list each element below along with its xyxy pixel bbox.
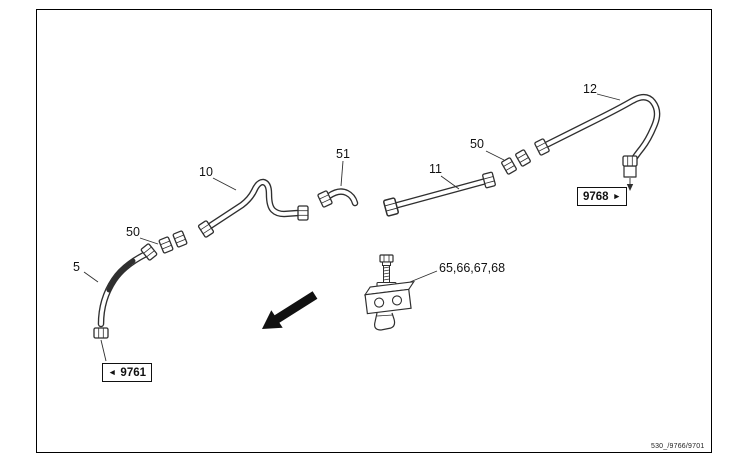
down-arrowhead-icon — [626, 184, 634, 191]
diagram-border — [36, 9, 712, 453]
clamp-assembly — [363, 254, 415, 331]
direction-arrow — [262, 291, 318, 329]
part-label-12: 12 — [583, 82, 597, 96]
elbow-fitting-51 — [325, 188, 359, 207]
part-label-50-right: 50 — [470, 137, 484, 151]
part-label-50-left: 50 — [126, 225, 140, 239]
right-arrow-icon: ► — [612, 191, 622, 202]
leader-lines — [83, 93, 631, 362]
pipe-10 — [206, 178, 302, 230]
part-label-5: 5 — [73, 260, 80, 274]
part-label-11: 11 — [429, 162, 442, 176]
pipe-11 — [390, 177, 490, 210]
pipe-5 — [97, 250, 150, 328]
ref-box-9768[interactable]: 9768 ► — [577, 187, 628, 206]
part-label-51: 51 — [336, 147, 350, 161]
nut-fittings — [93, 137, 638, 339]
left-arrow-icon: ◄ — [108, 367, 117, 378]
part-label-10: 10 — [199, 165, 213, 179]
ref-box-9761[interactable]: ◄ 9761 — [102, 363, 153, 382]
ref-label-9761: 9761 — [120, 366, 147, 379]
part-label-group: 65,66,67,68 — [439, 261, 506, 275]
pipe-12 — [538, 94, 661, 178]
ref-label-9768: 9768 — [583, 190, 609, 203]
drawing-number: 530_/9766/9701 — [651, 443, 705, 450]
